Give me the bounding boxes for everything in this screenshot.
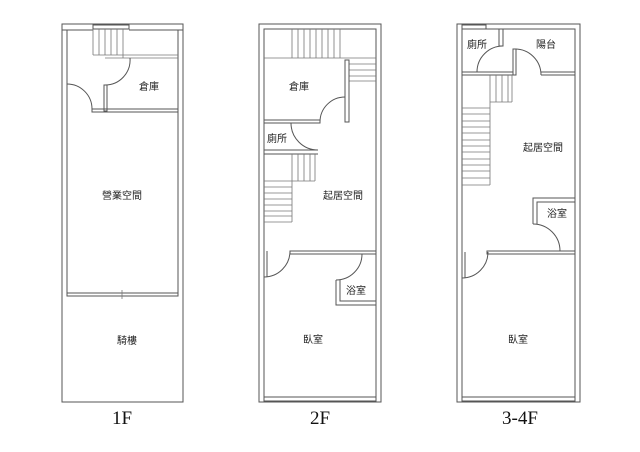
door-arc-icon	[104, 57, 131, 86]
door-arc-icon	[532, 223, 561, 252]
door-arc-icon	[476, 45, 504, 73]
floor-label: 2F	[310, 408, 330, 429]
door-arc-icon	[263, 250, 291, 278]
room-label-bath: 浴室	[346, 284, 366, 297]
room-label-toilet: 廁所	[267, 132, 287, 145]
stairs-icon	[264, 154, 316, 223]
room-label-balcony: 陽台	[536, 38, 556, 51]
door-arc-icon	[66, 83, 93, 110]
stairs-icon	[92, 29, 178, 59]
plan-3-4f: 廁所 陽台 起居空間 浴室 臥室 3-4F	[456, 23, 581, 429]
door-arc-icon	[319, 96, 346, 123]
plan-1f: 倉庫 營業空間 騎樓 1F	[61, 23, 184, 429]
room-label-living: 起居空間	[523, 141, 563, 154]
door-arc-icon	[461, 251, 489, 279]
door-arc-icon	[335, 253, 363, 281]
room-label-living: 起居空間	[323, 189, 363, 202]
stairs-icon	[264, 29, 376, 82]
room-label-bedroom: 臥室	[508, 333, 528, 346]
floor-label: 3-4F	[502, 408, 538, 429]
room-label-toilet: 廁所	[467, 38, 487, 51]
door-arc-icon	[514, 48, 542, 76]
room-label-business: 營業空間	[102, 189, 142, 202]
room-label-bath: 浴室	[547, 207, 567, 220]
room-label-bedroom: 臥室	[303, 333, 323, 346]
stairs-icon	[462, 75, 513, 186]
room-label-storage: 倉庫	[139, 80, 159, 93]
door-arc-icon	[290, 122, 319, 151]
room-label-arcade: 騎樓	[117, 334, 137, 347]
plan-2f: 倉庫 廁所 起居空間 浴室 臥室 2F	[258, 23, 382, 429]
room-label-storage: 倉庫	[289, 80, 309, 93]
floor-label: 1F	[112, 408, 132, 429]
